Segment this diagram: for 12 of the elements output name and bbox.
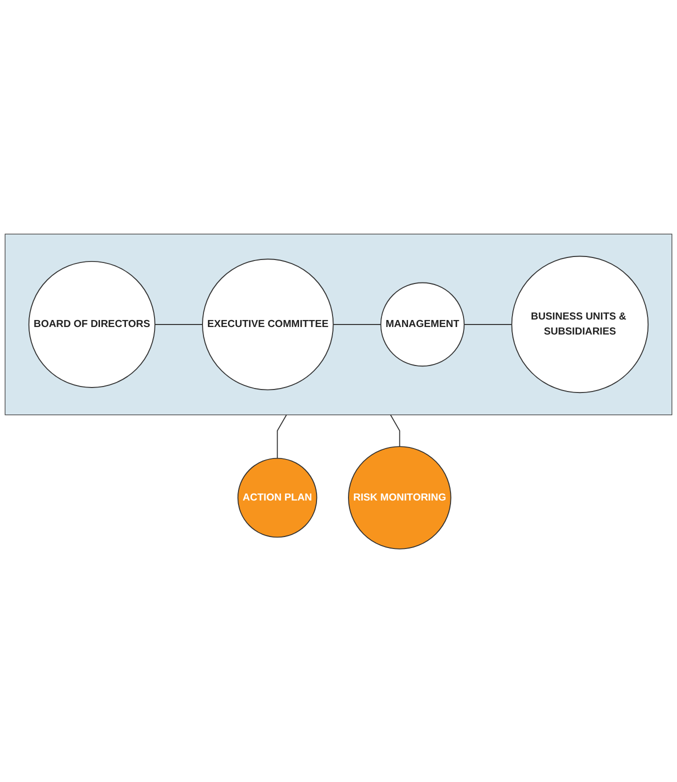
- connector: [154, 323, 203, 324]
- cluster: [4, 233, 672, 415]
- node-circle: ACTION PLAN: [237, 457, 318, 538]
- node-circle: EXECUTIVE COMMITTEE: [202, 258, 334, 390]
- node-circle: RISK MONITORING: [348, 446, 452, 549]
- node-circle: BUSINESS UNITS & SUBSIDIARIES: [511, 255, 649, 393]
- connector: [332, 323, 382, 324]
- connector: [276, 414, 287, 458]
- connector: [390, 414, 400, 447]
- node-circle: MANAGEMENT: [380, 282, 465, 366]
- node-circle: BOARD OF DIRECTORS: [28, 260, 156, 388]
- connector: [464, 323, 512, 324]
